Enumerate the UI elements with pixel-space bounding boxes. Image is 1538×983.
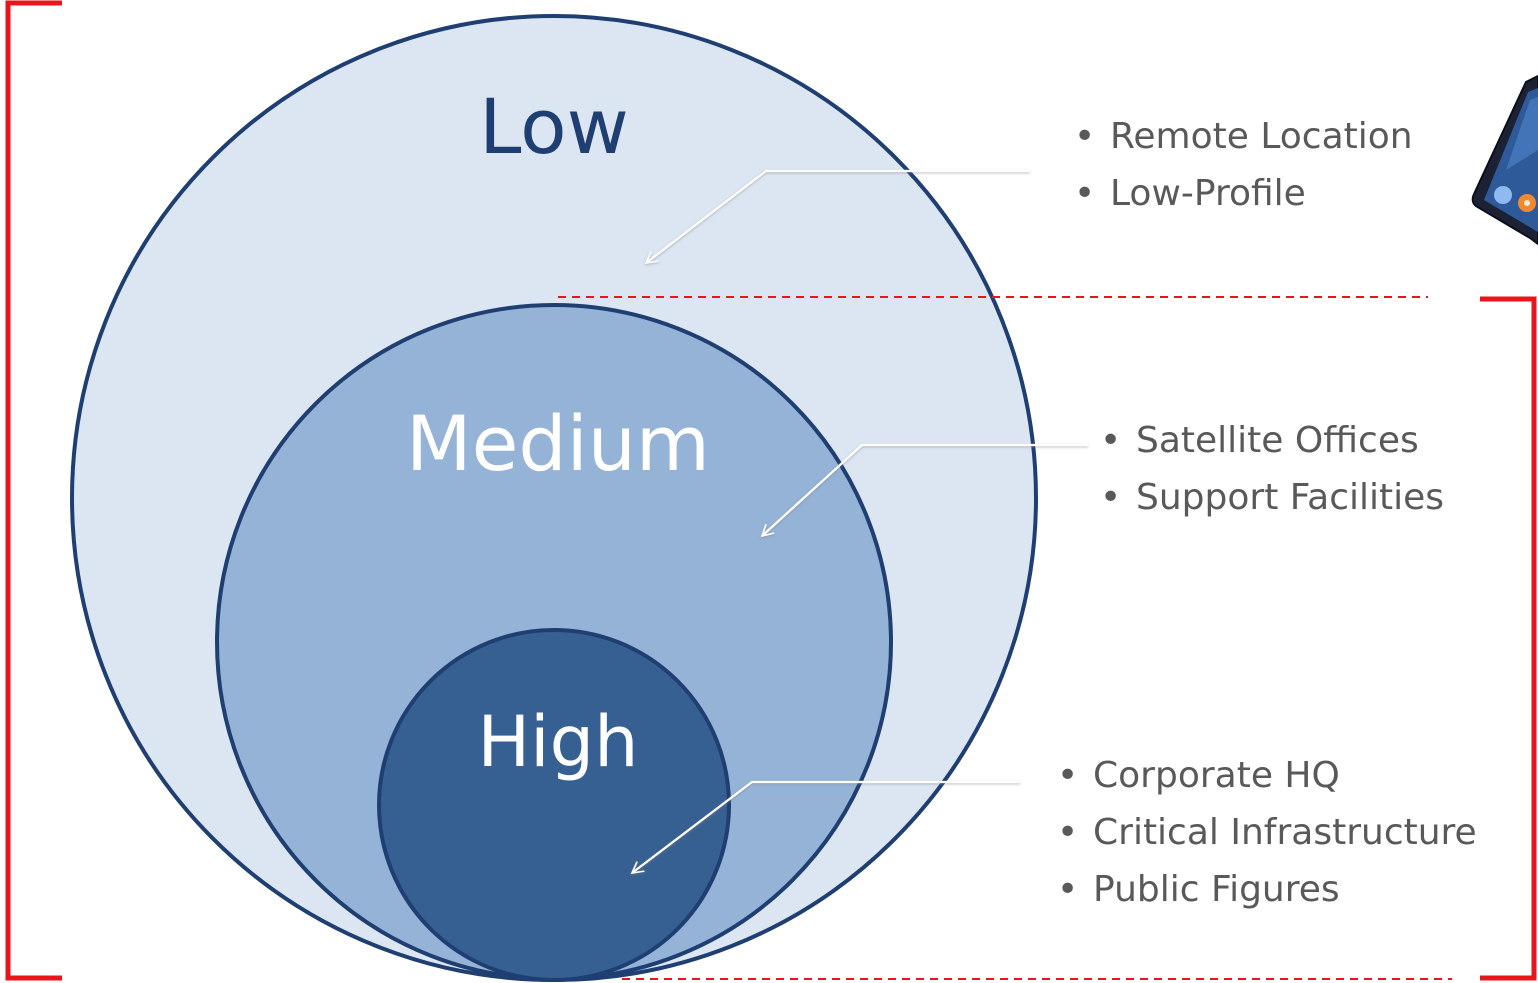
label-low: Low [479, 82, 629, 171]
label-medium: Medium [406, 399, 710, 488]
callout-arrow-high [630, 780, 1020, 875]
low-level-examples: Remote Location Low-Profile [1074, 108, 1413, 222]
list-item: Corporate HQ [1057, 747, 1477, 804]
left-bracket [5, 0, 62, 981]
high-level-examples: Corporate HQ Critical Infrastructure Pub… [1057, 747, 1477, 918]
list-item: Public Figures [1057, 861, 1477, 918]
medium-level-examples: Satellite Offices Support Facilities [1100, 412, 1444, 526]
list-item: Low-Profile [1074, 165, 1413, 222]
list-item: Remote Location [1074, 108, 1413, 165]
label-high: High [478, 701, 639, 783]
callout-arrow-medium [760, 443, 1088, 538]
right-bracket [1480, 296, 1537, 981]
list-item: Satellite Offices [1100, 412, 1444, 469]
smartphone-icon [1471, 74, 1538, 246]
list-item: Critical Infrastructure [1057, 804, 1477, 861]
callout-arrow-low [644, 169, 1030, 265]
list-item: Support Facilities [1100, 469, 1444, 526]
high-circle [377, 628, 731, 982]
